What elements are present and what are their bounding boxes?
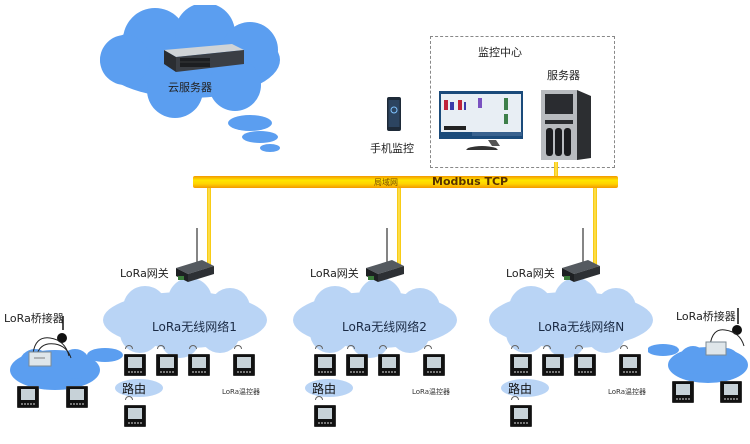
bridge-thermostat [17, 386, 39, 408]
monitor-center-frame [430, 36, 615, 168]
lora-thermostat [314, 405, 336, 427]
controller-label: LoRa温控器 [608, 388, 647, 396]
lora-thermostat [156, 354, 178, 376]
router-cloud [501, 379, 549, 397]
wireless-signal-icon [543, 345, 551, 349]
lora-thermostat [542, 354, 564, 376]
server-label: 服务器 [547, 69, 580, 82]
gateway-label: LoRa网关 [506, 267, 555, 280]
bus-drop-2 [397, 188, 401, 268]
lora-bridge-icon [705, 308, 745, 356]
router-label: 路由 [312, 382, 337, 396]
controller-label: LoRa温控器 [412, 388, 451, 396]
router-label: 路由 [122, 382, 147, 396]
lan-label: 局域网 [374, 178, 398, 187]
lora-thermostat [124, 405, 146, 427]
wireless-signal-icon [424, 345, 432, 349]
wireless-signal-icon [157, 345, 165, 349]
network-name: LoRa无线网络1 [152, 320, 237, 334]
bridge-label-right: LoRa桥接器 [676, 310, 736, 323]
lora-network-cloud [103, 278, 267, 358]
lora-thermostat [124, 354, 146, 376]
mobile-label: 手机监控 [370, 142, 414, 155]
wireless-signal-icon [511, 396, 519, 400]
bridge-cloud-right [648, 344, 748, 383]
wireless-signal-icon [620, 345, 628, 349]
wireless-signal-icon [189, 345, 197, 349]
lora-thermostat [619, 354, 641, 376]
monitor-center-title: 监控中心 [478, 46, 522, 59]
bus-drop-3 [593, 188, 597, 268]
router-cloud [115, 379, 163, 397]
wireless-signal-icon [125, 396, 133, 400]
network-name: LoRa无线网络N [538, 320, 625, 334]
lora-thermostat [188, 354, 210, 376]
bridge-thermostat [66, 386, 88, 408]
lora-gateway-icon [366, 228, 404, 282]
lora-thermostat [233, 354, 255, 376]
server-bus-link [554, 162, 558, 176]
lora-thermostat [346, 354, 368, 376]
router-cloud [305, 379, 353, 397]
cloud-server-label: 云服务器 [168, 81, 212, 94]
wireless-signal-icon [575, 345, 583, 349]
router-label: 路由 [508, 382, 533, 396]
wireless-signal-icon [315, 396, 323, 400]
lora-bridge-icon [28, 316, 72, 367]
gateway-label: LoRa网关 [310, 267, 359, 280]
controller-label: LoRa温控器 [222, 388, 261, 396]
wireless-signal-icon [234, 345, 242, 349]
tower-server-icon [541, 90, 591, 160]
modbus-tcp-bus [193, 176, 618, 188]
rack-server-icon [164, 44, 244, 72]
lora-thermostat [378, 354, 400, 376]
bridge-label-left: LoRa桥接器 [4, 312, 64, 325]
wireless-signal-icon [379, 345, 387, 349]
bridge-thermostat [672, 381, 694, 403]
lora-thermostat [423, 354, 445, 376]
wireless-signal-icon [347, 345, 355, 349]
wireless-signal-icon [125, 345, 133, 349]
monitor-icon [439, 91, 523, 150]
lora-thermostat [510, 354, 532, 376]
bus-drop-1 [207, 188, 211, 268]
modbus-tcp-label: Modbus TCP [432, 175, 509, 188]
lora-thermostat [574, 354, 596, 376]
smartphone-icon [387, 97, 401, 131]
lora-network-cloud [489, 278, 653, 358]
lora-gateway-icon [176, 228, 214, 282]
lora-thermostat [314, 354, 336, 376]
lora-thermostat [510, 405, 532, 427]
lora-gateway-icon [562, 228, 600, 282]
wireless-signal-icon [511, 345, 519, 349]
network-name: LoRa无线网络2 [342, 320, 427, 334]
gateway-label: LoRa网关 [120, 267, 169, 280]
wireless-signal-icon [315, 345, 323, 349]
bridge-thermostat [720, 381, 742, 403]
